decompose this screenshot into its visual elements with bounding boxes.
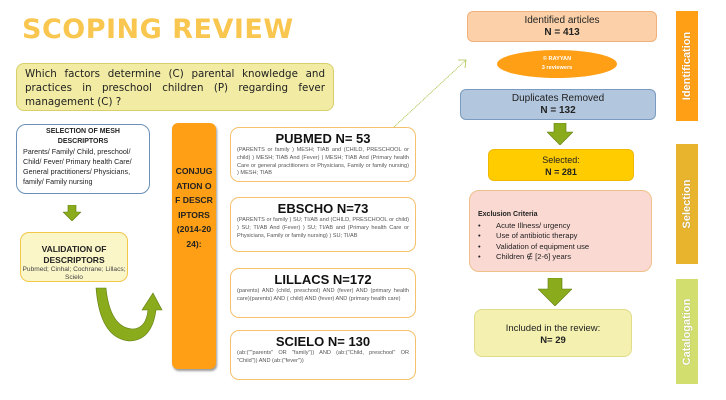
database-pubmed: PUBMED N= 53 (PARENTS or family ) MESH; … bbox=[230, 127, 416, 182]
down-arrow-icon bbox=[547, 123, 573, 145]
identified-articles-box: Identified articles N = 413 bbox=[467, 11, 657, 42]
validation-sources: Pubmed; Cinhal; Cochrane; Lillacs; Sciel… bbox=[22, 266, 126, 281]
down-arrow-icon bbox=[63, 205, 81, 221]
curved-arrow-icon bbox=[95, 287, 163, 342]
conjugation-box: CONJUGATION OF DESCRIPTORS (2014-2024): bbox=[172, 123, 216, 369]
database-title: PUBMED N= 53 bbox=[275, 131, 371, 146]
database-title: LILLACS N=172 bbox=[274, 272, 372, 287]
identified-label: Identified articles bbox=[524, 15, 600, 26]
phase-label: Identification bbox=[681, 31, 693, 101]
exclusion-item: Use of antibiotic therapy bbox=[478, 231, 645, 242]
database-scielo: SCIELO N= 130 (ab:(""parents" OR "family… bbox=[230, 330, 416, 380]
validation-box: VALIDATION OF DESCRIPTORS Pubmed; Cinhal… bbox=[20, 232, 128, 282]
selected-box: Selected: N = 281 bbox=[488, 149, 634, 181]
database-title: EBSCHO N=73 bbox=[277, 201, 369, 216]
phase-label: Selection bbox=[681, 179, 693, 229]
database-query: (ab:(""parents" OR "family")) AND (ab:("… bbox=[237, 350, 409, 364]
database-query: (PARENTS or family ) MESH; TIAB and (CHI… bbox=[237, 147, 409, 177]
selected-count: N = 281 bbox=[545, 167, 577, 177]
duplicates-count: N = 132 bbox=[540, 105, 576, 116]
page-title: SCOPING REVIEW bbox=[22, 14, 294, 45]
validation-heading: VALIDATION OF DESCRIPTORS bbox=[41, 244, 107, 265]
rayyan-reviewers: 3 reviewers bbox=[541, 65, 573, 71]
included-count: N= 29 bbox=[540, 335, 566, 346]
down-arrow-icon bbox=[538, 278, 572, 306]
database-query: (parents) AND (child, preschool) AND (fe… bbox=[237, 288, 409, 302]
research-question: Which factors determine (C) parental kno… bbox=[16, 63, 334, 111]
selected-label: Selected: bbox=[542, 155, 580, 165]
database-lillacs: LILLACS N=172 (parents) AND (child, pres… bbox=[230, 268, 416, 318]
phase-catalogation: Catalogation bbox=[676, 279, 698, 384]
database-title: SCIELO N= 130 bbox=[275, 334, 371, 349]
mesh-heading: SELECTION OF MESH DESCRIPTORS bbox=[46, 128, 120, 145]
included-label: Included in the review: bbox=[505, 323, 601, 334]
exclusion-item: Validation of equipment use bbox=[478, 242, 645, 253]
exclusion-item: Acute Illness/ urgency bbox=[478, 221, 645, 232]
mesh-terms: Parents/ Family/ Child, preschool/ Child… bbox=[23, 147, 132, 186]
diagonal-arrow-icon bbox=[393, 59, 467, 128]
rayyan-label: © RAYYAN bbox=[542, 56, 572, 62]
exclusion-criteria-box: Exclusion Criteria Acute Illness/ urgenc… bbox=[469, 190, 652, 272]
phase-selection: Selection bbox=[676, 144, 698, 264]
exclusion-list: Acute Illness/ urgency Use of antibiotic… bbox=[478, 221, 645, 263]
included-box: Included in the review: N= 29 bbox=[474, 309, 632, 357]
duplicates-removed-box: Duplicates Removed N = 132 bbox=[460, 89, 656, 120]
exclusion-heading: Exclusion Criteria bbox=[478, 211, 538, 218]
mesh-descriptors-box: SELECTION OF MESH DESCRIPTORS Parents/ F… bbox=[16, 124, 150, 194]
database-ebscho: EBSCHO N=73 (PARENTS or family ) SU; TI/… bbox=[230, 197, 416, 252]
phase-identification: Identification bbox=[676, 11, 698, 121]
duplicates-label: Duplicates Removed bbox=[511, 93, 605, 104]
database-query: (PARENTS or family ) SU; TI/AB and (CHIL… bbox=[237, 217, 409, 239]
rayyan-ellipse: © RAYYAN 3 reviewers bbox=[497, 50, 617, 78]
identified-count: N = 413 bbox=[544, 27, 580, 38]
phase-label: Catalogation bbox=[681, 298, 693, 365]
exclusion-item: Children ∉ [2-6] years bbox=[478, 252, 645, 263]
